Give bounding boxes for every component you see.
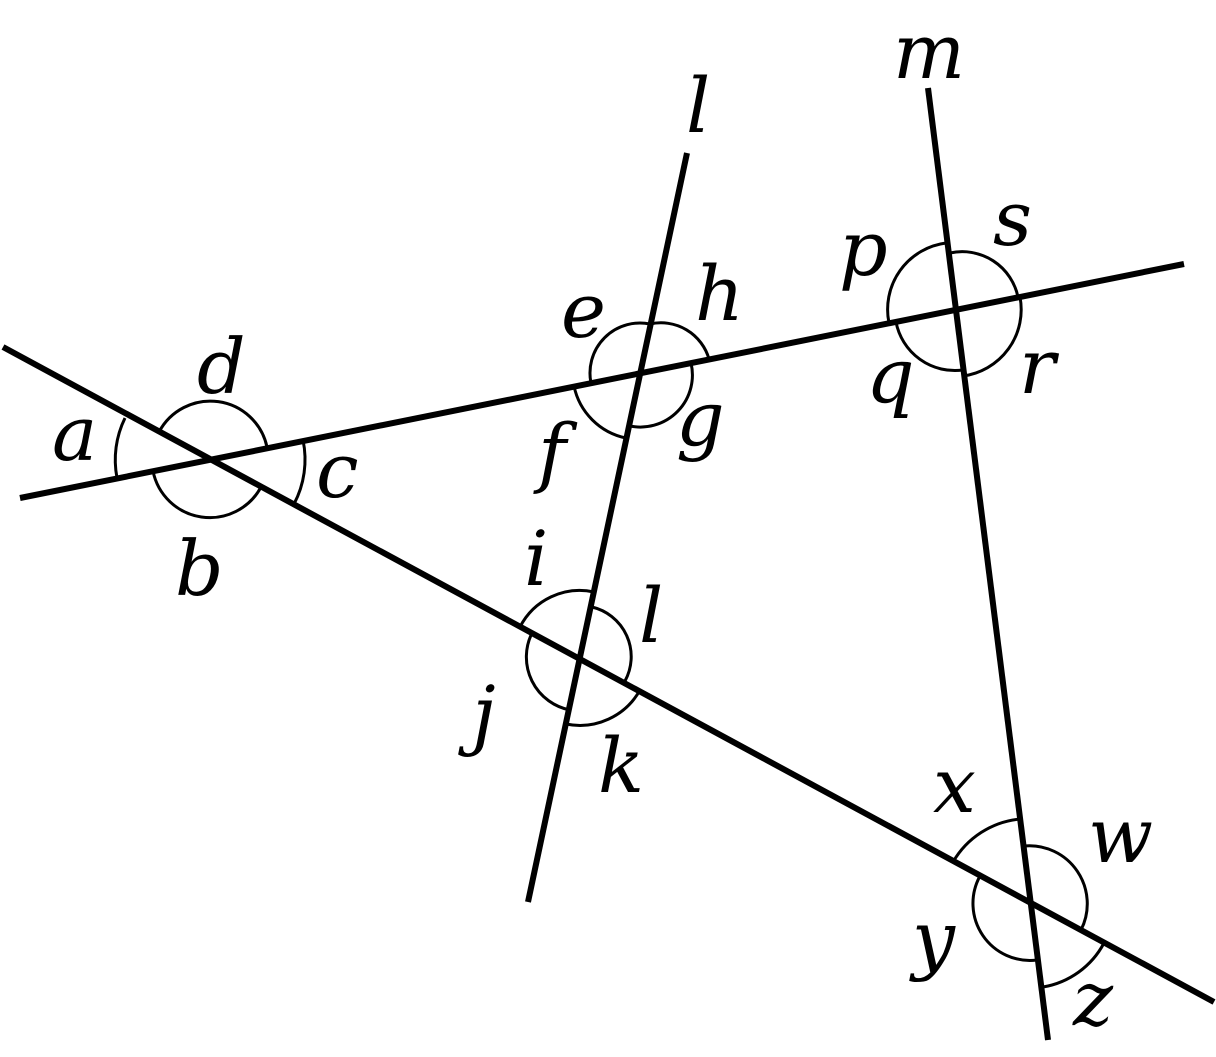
angle-arc-b bbox=[151, 470, 263, 520]
angle-arc-e bbox=[588, 321, 651, 384]
angle-arc-k bbox=[565, 689, 642, 727]
angle-arc-d bbox=[157, 399, 269, 448]
angle-label-c: c bbox=[316, 426, 359, 515]
line-label-l: l bbox=[686, 61, 710, 150]
angle-label-x: x bbox=[933, 741, 976, 830]
angle-label-l-angle: l bbox=[639, 571, 663, 660]
angle-label-k: k bbox=[598, 721, 644, 810]
angle-label-d: d bbox=[197, 322, 246, 411]
angle-label-y: y bbox=[909, 894, 956, 983]
angle-arc-q bbox=[894, 321, 964, 373]
angle-label-q: q bbox=[866, 331, 915, 420]
angle-label-j: j bbox=[458, 669, 496, 758]
angle-arc-c bbox=[292, 439, 307, 505]
angle-label-s: s bbox=[993, 174, 1032, 263]
angle-label-p: p bbox=[839, 204, 888, 293]
angle-label-f: f bbox=[533, 407, 578, 496]
angle-arc-x bbox=[951, 817, 1021, 863]
angle-label-a: a bbox=[52, 389, 97, 478]
angle-label-r: r bbox=[1019, 322, 1060, 411]
angle-label-h: h bbox=[695, 249, 744, 338]
line-m bbox=[925, 87, 1051, 1041]
angle-arc-l bbox=[591, 605, 633, 682]
angle-arc-g bbox=[629, 362, 694, 429]
angle-label-b: b bbox=[175, 524, 224, 613]
angle-arc-z bbox=[1042, 942, 1106, 989]
angle-arc-s bbox=[949, 250, 1020, 298]
line-l bbox=[525, 152, 690, 903]
angle-arc-j bbox=[524, 632, 571, 712]
angle-arc-w bbox=[1023, 844, 1089, 931]
angle-arc-f bbox=[572, 385, 627, 440]
angle-label-g: g bbox=[676, 374, 725, 463]
angle-label-i: i bbox=[524, 514, 548, 603]
transversal-lower bbox=[1, 344, 1216, 1005]
angle-arc-h bbox=[649, 321, 711, 360]
angle-arc-i bbox=[518, 588, 595, 628]
angle-arc-p bbox=[886, 241, 947, 324]
angle-arc-y bbox=[971, 875, 1038, 962]
angle-label-w: w bbox=[1088, 791, 1153, 880]
angle-label-e: e bbox=[561, 266, 606, 355]
angle-label-z: z bbox=[1072, 954, 1114, 1043]
angle-arc-a bbox=[113, 417, 127, 479]
angle-arc-r bbox=[962, 296, 1023, 378]
line-label-m: m bbox=[893, 7, 965, 96]
